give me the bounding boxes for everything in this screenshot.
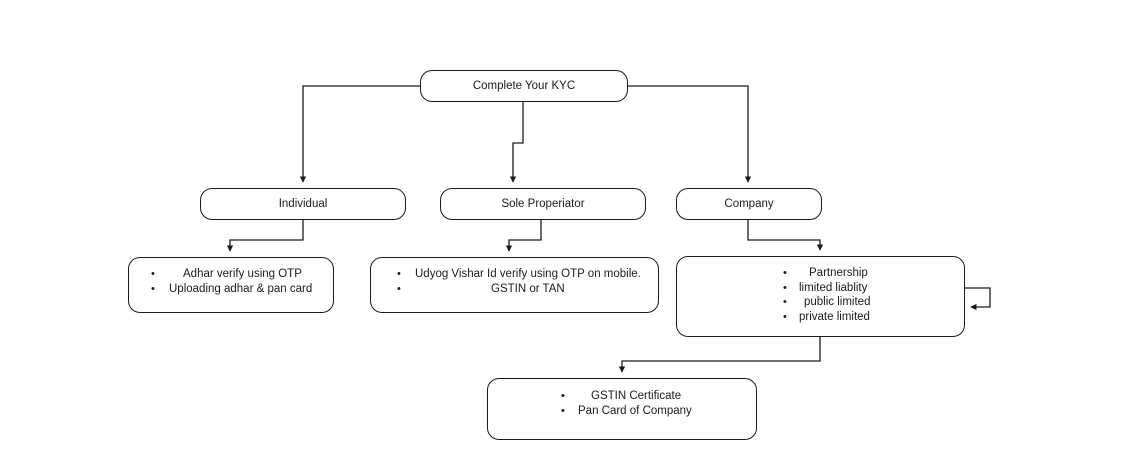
- bullet-list: Partnership limited liablity public limi…: [677, 266, 964, 324]
- list-item: Udyog Vishar Id verify using OTP on mobi…: [397, 267, 658, 282]
- node-company-types[interactable]: Partnership limited liablity public limi…: [676, 256, 965, 337]
- bullet-list: Adhar verify using OTP Uploading adhar &…: [129, 267, 333, 296]
- connector-sole-to-docs: [505, 220, 542, 252]
- connector-types-to-company-docs: [618, 337, 821, 373]
- node-company[interactable]: Company: [676, 188, 822, 220]
- list-item: Adhar verify using OTP: [151, 267, 333, 282]
- list-item: limited liablity: [783, 281, 964, 296]
- node-label: Sole Properiator: [501, 197, 585, 210]
- connector-root-to-sole: [509, 102, 524, 183]
- connector-root-to-individual: [299, 85, 420, 183]
- bullet-list: Udyog Vishar Id verify using OTP on mobi…: [371, 267, 658, 296]
- bullet-list: GSTIN Certificate Pan Card of Company: [488, 389, 756, 418]
- list-item: GSTIN Certificate: [561, 389, 756, 404]
- connector-root-to-company: [628, 85, 752, 183]
- node-complete-your-kyc[interactable]: Complete Your KYC: [420, 70, 628, 102]
- list-item: Uploading adhar & pan card: [151, 282, 333, 297]
- node-sole-proprietor[interactable]: Sole Properiator: [440, 188, 646, 220]
- node-label: Company: [724, 197, 774, 210]
- connector-company-to-types: [747, 220, 824, 251]
- node-company-documents[interactable]: GSTIN Certificate Pan Card of Company: [487, 378, 757, 440]
- node-label: Complete Your KYC: [472, 79, 576, 92]
- node-label: Individual: [278, 197, 328, 210]
- list-item: private limited: [783, 310, 964, 325]
- node-individual-documents[interactable]: Adhar verify using OTP Uploading adhar &…: [128, 257, 334, 313]
- node-sole-proprietor-documents[interactable]: Udyog Vishar Id verify using OTP on mobi…: [370, 257, 659, 313]
- list-item: Pan Card of Company: [561, 404, 756, 419]
- connector-individual-to-docs: [226, 220, 304, 252]
- list-item: GSTIN or TAN: [397, 282, 658, 297]
- connector-company-types-selfloop: [965, 287, 991, 311]
- node-individual[interactable]: Individual: [200, 188, 406, 220]
- list-item: public limited: [783, 295, 964, 310]
- list-item: Partnership: [783, 266, 964, 281]
